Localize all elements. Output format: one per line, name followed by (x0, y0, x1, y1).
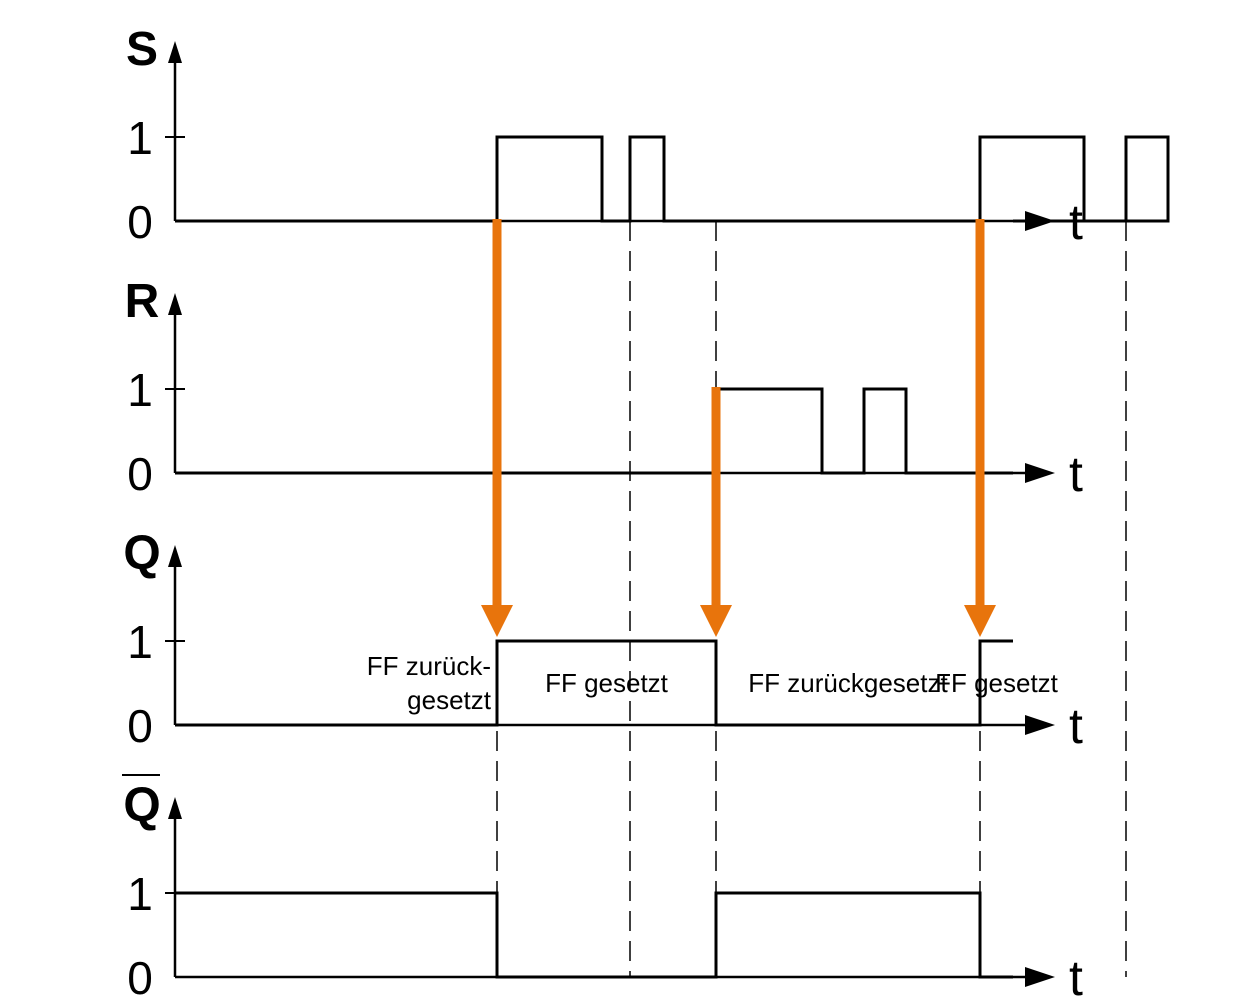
s-signal-name: S (126, 23, 158, 76)
q-level-high-label: 1 (127, 616, 153, 668)
r-y-axis-arrow (168, 293, 182, 315)
qbar-waveform (175, 891, 1013, 979)
r-time-axis-arrow (1025, 463, 1055, 483)
qbar-time-label: t (1069, 950, 1083, 1000)
causal-arrow-1 (700, 387, 732, 637)
s-level-low-label: 0 (127, 196, 153, 248)
signal-qbar: Q 1 0 t (122, 774, 1083, 1000)
s-waveform (175, 135, 1170, 223)
qbar-y-axis-arrow (168, 797, 182, 819)
q-state-label-0-line-0: FF zurück- (367, 651, 491, 681)
q-waveform (175, 639, 1013, 727)
qbar-time-axis-arrow (1025, 967, 1055, 987)
guide-lines (496, 221, 1127, 977)
causal-arrow-1-head (700, 605, 732, 637)
signal-r: R 1 0 t (125, 275, 1083, 502)
q-signal-name: Q (123, 527, 160, 580)
r-level-high-label: 1 (127, 364, 153, 416)
r-waveform (175, 387, 1013, 475)
causal-arrow-2-head (964, 605, 996, 637)
q-time-axis-arrow (1025, 715, 1055, 735)
qbar-level-high-label: 1 (127, 868, 153, 920)
causal-arrow-0 (481, 219, 513, 637)
qbar-level-low-label: 0 (127, 952, 153, 1000)
q-state-label-1: FF gesetzt (545, 668, 669, 698)
causal-arrow-0-head (481, 605, 513, 637)
r-level-low-label: 0 (127, 448, 153, 500)
q-state-label-3: FF gesetzt (935, 668, 1059, 698)
q-level-low-label: 0 (127, 700, 153, 752)
q-y-axis-arrow (168, 545, 182, 567)
causal-arrow-2 (964, 219, 996, 637)
q-state-label-2: FF zurückgesetzt (748, 668, 948, 698)
r-signal-name: R (125, 275, 160, 328)
q-state-label-0-line-1: gesetzt (407, 685, 492, 715)
s-y-axis-arrow (168, 41, 182, 63)
s-level-high-label: 1 (127, 112, 153, 164)
qbar-signal-name: Q (123, 779, 160, 832)
causal-arrows (481, 219, 996, 637)
r-time-label: t (1069, 446, 1083, 502)
q-time-label: t (1069, 698, 1083, 754)
